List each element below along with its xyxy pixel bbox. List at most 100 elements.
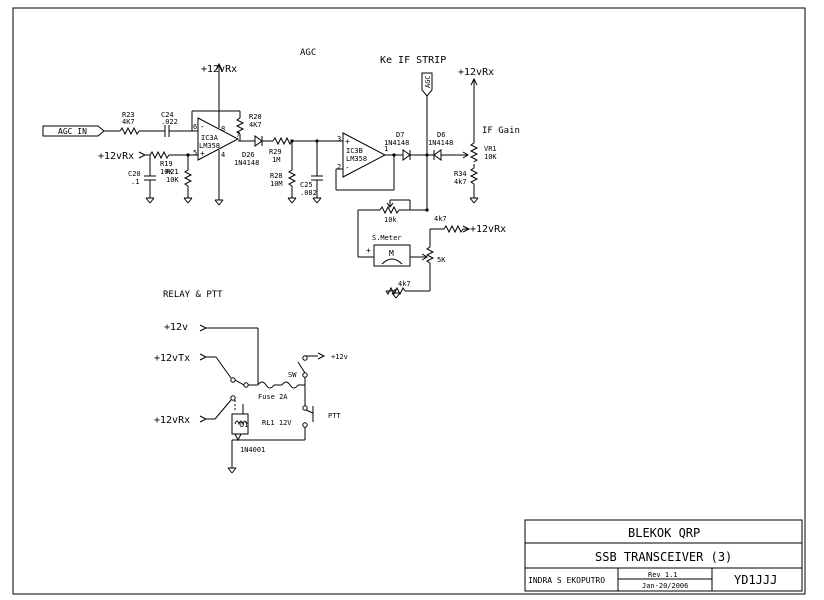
fuse-label: Fuse 2A (258, 393, 288, 401)
pot-5k (425, 246, 435, 264)
r29-resistor (272, 136, 293, 146)
vr1-label: VR1 (484, 145, 497, 153)
ke-if-strip-label: Ke IF STRIP (380, 55, 446, 66)
r23-label: R23 (122, 111, 135, 119)
smeter-label: S.Meter (372, 234, 402, 242)
vr1-value: 10K (484, 153, 497, 161)
title-block-title1: BLEKOK QRP (628, 526, 700, 540)
ic3a-opamp (197, 117, 240, 161)
ic3a-ground (214, 199, 224, 206)
ic3b-pin1: 1 (384, 145, 388, 153)
sw-12v-label: +12v (331, 353, 348, 361)
ic3b-opamp (342, 132, 387, 178)
ic3a-pin6: 6 (193, 123, 197, 131)
relay-contact-rx (230, 395, 236, 401)
pot-10k-label: 10k (384, 216, 397, 224)
r34-resistor (469, 167, 479, 185)
r21-label: R21 (166, 168, 179, 176)
r34-label: R34 (454, 170, 467, 178)
r20-resistor (235, 117, 245, 135)
title-block-author: INDRA S EKOPUTRO (528, 576, 605, 585)
pot-10k (379, 205, 400, 215)
vcc-r19-label: +12vRx (98, 151, 134, 162)
drawing-frame (12, 7, 806, 595)
vcc-5k-label: +12vRx (470, 224, 506, 235)
fuse-2a (257, 381, 275, 389)
rl1-label: RL1 12V (262, 419, 292, 427)
ic3b-label: IC3B (346, 147, 363, 155)
r19-value: 10K (160, 168, 173, 176)
title-block-date: Jan-20/2006 (642, 582, 688, 590)
pot-10k-wiper (386, 200, 394, 208)
smeter-box (373, 244, 411, 267)
agc-in-label: AGC IN (58, 127, 87, 136)
d26-value: 1N4148 (234, 159, 259, 167)
ic3b-pin2: 2 (337, 163, 341, 171)
ic3b-plus: + (345, 137, 350, 146)
agc-out-tag (421, 72, 433, 97)
ptt-contact-bottom (302, 422, 308, 428)
ptt-label: PTT (328, 412, 341, 420)
smeter-m: M (389, 249, 394, 258)
relay-contact-tx (230, 377, 236, 383)
r28-ground (287, 197, 297, 204)
relay-ptt-title: RELAY & PTT (163, 290, 223, 300)
vcc-ic3a-label: +12vRx (201, 64, 237, 75)
r21-ground (183, 197, 193, 204)
label-12vrx: +12vRx (154, 415, 190, 426)
ic3a-pin5: 5 (193, 149, 197, 157)
vr1-wiper-arrow (462, 151, 469, 159)
d26-diode (254, 135, 263, 147)
title-block-callsign: YD1JJJ (734, 573, 777, 587)
r21-resistor (183, 169, 193, 187)
r29-value: 1M (272, 156, 280, 164)
relay-ptt-section: RELAY & PTT +12v +12vTx +12vRx Fuse 2A +… (154, 290, 348, 474)
ic3a-pin8: 8 (221, 125, 225, 133)
r28-label: R28 (270, 172, 283, 180)
d6-label: D6 (437, 131, 445, 139)
c24-label: C24 (161, 111, 174, 119)
d7-value: 1N4148 (384, 139, 409, 147)
ic3b-pin3: 3 (337, 135, 341, 143)
relay-coil (234, 420, 248, 426)
relay-common-contact (243, 382, 249, 388)
label-12vtx: +12vTx (154, 353, 190, 364)
ic3b-type: LM358 (346, 155, 367, 163)
c20-ground (145, 197, 155, 204)
ic3a-label: IC3A (201, 134, 219, 142)
vcc-vr1-label: +12vRx (458, 67, 494, 78)
ic3a-pin7: 7 (236, 131, 240, 139)
d7-diode (402, 149, 411, 161)
vr1-ground (469, 197, 479, 204)
c25-label: C25 (300, 181, 313, 189)
sw-label: SW (288, 371, 297, 379)
ic3a-plus: + (200, 149, 205, 158)
d26-label: D26 (242, 151, 255, 159)
arrow-12v (199, 324, 208, 332)
r-4k7-top (443, 224, 464, 234)
c20-label: C20 (128, 170, 141, 178)
label-12v: +12v (164, 322, 188, 333)
d7-label: D7 (396, 131, 404, 139)
r20-value: 4K7 (249, 121, 262, 129)
ic3a-pin4: 4 (221, 151, 225, 159)
r19-label: R19 (160, 160, 173, 168)
r23-value: 4K7 (122, 118, 135, 126)
junction-ic3b-out (392, 153, 396, 157)
title-block-title2: SSB TRANSCEIVER (3) (595, 550, 732, 564)
title-block-rev: Rev 1.1 (648, 571, 678, 579)
agc-section-title: AGC (300, 48, 316, 58)
r34-value: 4k7 (454, 178, 467, 186)
c25-ground (312, 197, 322, 204)
arrow-12vrx (199, 415, 208, 423)
agc-in-tag (42, 125, 105, 137)
vcc-arrow-r19 (138, 151, 147, 159)
sw-contact-bottom (302, 372, 308, 378)
r29-label: R29 (269, 148, 282, 156)
ptt-contact-top (302, 405, 308, 411)
c20-value: .1 (131, 178, 139, 186)
agc-section: AGC AGC IN R23 4K7 C24 .022 IC3A LM358 6… (42, 48, 520, 299)
c24-value: .022 (161, 118, 178, 126)
ic3a-minus: - (200, 122, 205, 131)
